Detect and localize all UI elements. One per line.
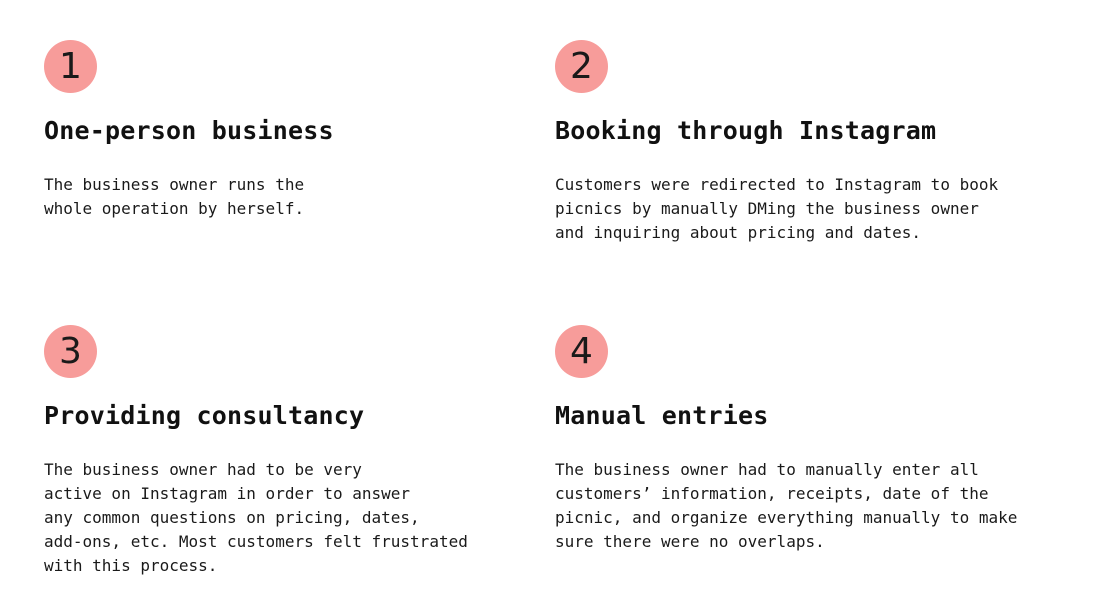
step-number-badge: 4: [555, 325, 608, 378]
card-title: Manual entries: [555, 401, 769, 430]
description-line: add-ons, etc. Most customers felt frustr…: [44, 532, 468, 551]
description-line: picnic, and organize everything manually…: [555, 508, 1018, 527]
description-line: The business owner had to manually enter…: [555, 460, 979, 479]
description-line: any common questions on pricing, dates,: [44, 508, 420, 527]
description-line: The business owner runs the: [44, 175, 305, 194]
pain-point-card-3: 3 Providing consultancy The business own…: [44, 325, 524, 578]
description-line: picnics by manually DMing the business o…: [555, 199, 979, 218]
card-description: The business owner runs the whole operat…: [44, 173, 524, 221]
description-line: Customers were redirected to Instagram t…: [555, 175, 999, 194]
step-number-badge: 3: [44, 325, 97, 378]
card-title: One-person business: [44, 116, 334, 145]
description-line: active on Instagram in order to answer: [44, 484, 411, 503]
description-line: with this process.: [44, 556, 218, 575]
card-description: The business owner had to be very active…: [44, 458, 524, 578]
card-title: Providing consultancy: [44, 401, 365, 430]
step-number-badge: 2: [555, 40, 608, 93]
card-description: Customers were redirected to Instagram t…: [555, 173, 1035, 245]
pain-point-card-2: 2 Booking through Instagram Customers we…: [555, 40, 1035, 245]
description-line: and inquiring about pricing and dates.: [555, 223, 922, 242]
pain-point-card-4: 4 Manual entries The business owner had …: [555, 325, 1035, 554]
step-number-badge: 1: [44, 40, 97, 93]
description-line: customers’ information, receipts, date o…: [555, 484, 989, 503]
description-line: The business owner had to be very: [44, 460, 362, 479]
pain-point-card-1: 1 One-person business The business owner…: [44, 40, 524, 221]
card-description: The business owner had to manually enter…: [555, 458, 1035, 554]
description-line: sure there were no overlaps.: [555, 532, 825, 551]
description-line: whole operation by herself.: [44, 199, 305, 218]
card-title: Booking through Instagram: [555, 116, 937, 145]
